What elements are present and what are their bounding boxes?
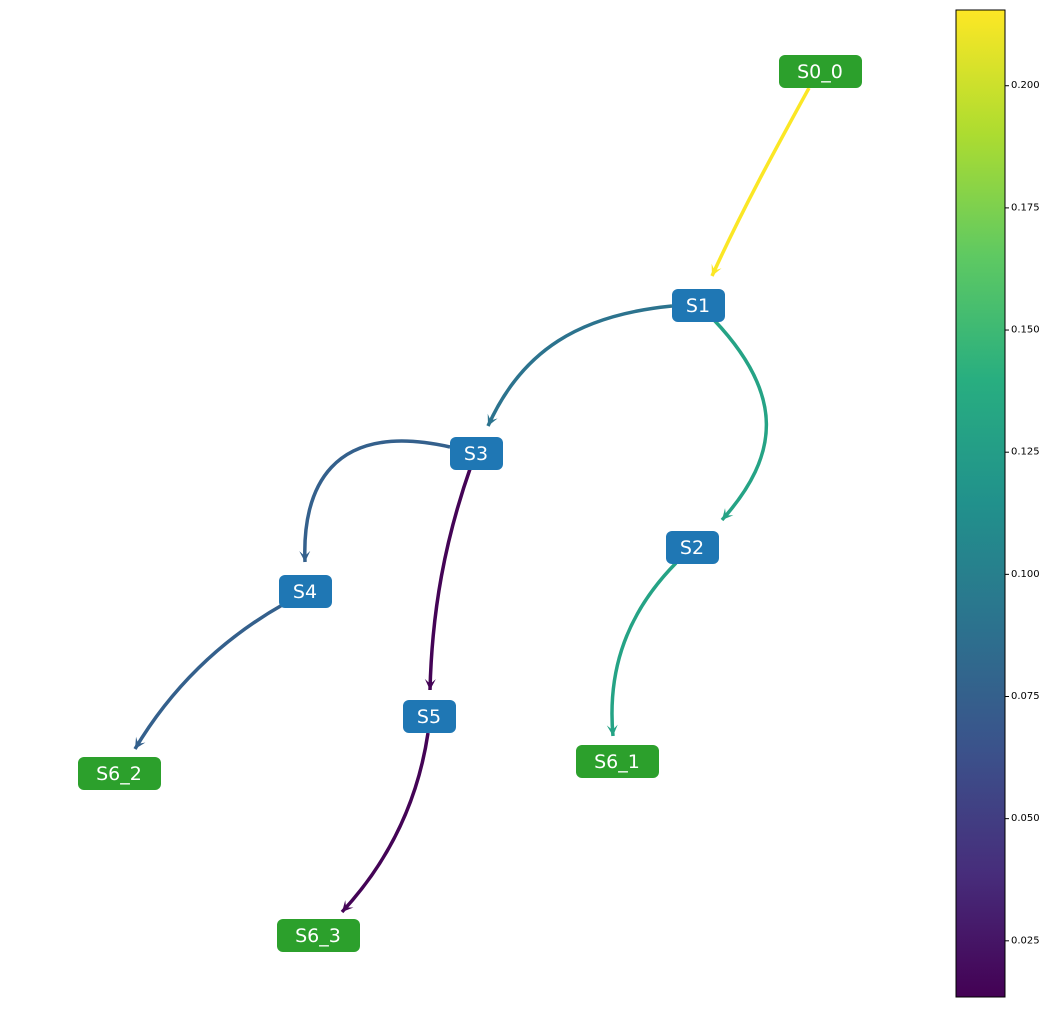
edge-S5-S6_3	[340, 732, 430, 914]
node-S6_1[interactable]: S6_1	[576, 745, 659, 778]
node-label-S0_0: S0_0	[797, 61, 843, 83]
colorbar: 0.025 0.050 0.075 0.100 0.125 0.150 0.175 0.200	[955, 9, 1040, 998]
colorbar-tick-label: 0.100	[1011, 569, 1040, 580]
arrowhead-S3-S4	[299, 550, 311, 562]
arrowhead-S3-S5	[424, 678, 436, 690]
node-S4[interactable]: S4	[279, 575, 332, 608]
edge-S2-S6_1	[610, 561, 678, 737]
edges-group	[133, 87, 811, 914]
node-label-S2: S2	[680, 537, 704, 559]
colorbar-tick-label: 0.025	[1011, 935, 1040, 946]
edge-S0_0-S1	[710, 87, 811, 277]
colorbar-gradient	[955, 9, 1006, 998]
node-label-S6_1: S6_1	[594, 751, 640, 773]
node-S3[interactable]: S3	[450, 437, 503, 470]
node-label-S1: S1	[686, 295, 710, 317]
edge-S3-S4	[303, 439, 451, 563]
node-S2[interactable]: S2	[666, 531, 719, 564]
colorbar-tick-label: 0.175	[1011, 202, 1040, 213]
node-S5[interactable]: S5	[403, 700, 456, 733]
arrowheads-group	[135, 263, 734, 912]
arrowhead-S0_0-S1	[711, 263, 722, 276]
node-S6_2[interactable]: S6_2	[78, 757, 161, 790]
node-label-S4: S4	[293, 581, 317, 603]
edge-S1-S3	[486, 304, 673, 427]
colorbar-tick-label: 0.150	[1011, 325, 1040, 336]
colorbar-tick-label: 0.125	[1011, 447, 1040, 458]
node-label-S3: S3	[464, 443, 488, 465]
edge-S1-S2	[712, 318, 769, 522]
arrowhead-S1-S3	[487, 413, 498, 426]
arrowhead-S4-S6_2	[135, 736, 146, 749]
node-S0_0[interactable]: S0_0	[779, 55, 862, 88]
node-S1[interactable]: S1	[672, 289, 725, 322]
node-label-S6_2: S6_2	[96, 763, 142, 785]
arrowhead-S5-S6_3	[342, 900, 354, 912]
colorbar-ticks: 0.025 0.050 0.075 0.100 0.125 0.150 0.175 0.200	[1005, 80, 1040, 946]
arrowhead-S1-S2	[722, 508, 734, 520]
colorbar-tick-label: 0.075	[1011, 691, 1040, 702]
node-label-S5: S5	[417, 706, 441, 728]
edge-S3-S5	[428, 465, 473, 691]
node-S6_3[interactable]: S6_3	[277, 919, 360, 952]
edge-S4-S6_2	[133, 602, 285, 750]
arrowhead-S2-S6_1	[606, 724, 618, 736]
node-label-S6_3: S6_3	[295, 925, 341, 947]
colorbar-tick-label: 0.050	[1011, 813, 1040, 824]
colorbar-tick-label: 0.200	[1011, 80, 1040, 91]
